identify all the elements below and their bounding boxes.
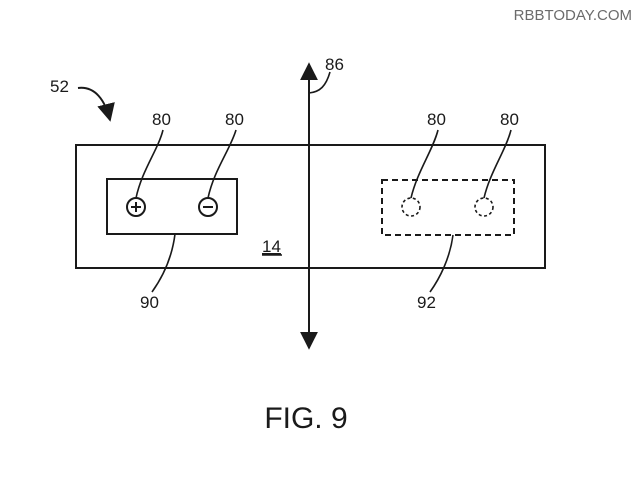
plus-terminal bbox=[126, 197, 146, 217]
label-assembly: 52 bbox=[50, 77, 69, 96]
figure-caption: FIG. 9 bbox=[264, 402, 347, 435]
minus-terminal bbox=[198, 197, 218, 217]
label-surface: 14 bbox=[262, 237, 281, 256]
label-contact-a: 80 bbox=[152, 110, 171, 129]
leader-contact-a bbox=[135, 129, 164, 199]
label-contact-d: 80 bbox=[500, 110, 519, 129]
leader-contact-c bbox=[410, 129, 439, 199]
leader-hidden-contacts bbox=[429, 234, 454, 293]
watermark: RBBTODAY.COM bbox=[514, 7, 632, 24]
label-contact-c: 80 bbox=[427, 110, 446, 129]
visible-contact-housing bbox=[106, 178, 238, 235]
label-axis: 86 bbox=[325, 55, 344, 74]
label-contact-b: 80 bbox=[225, 110, 244, 129]
hidden-terminal-left bbox=[401, 197, 421, 217]
leader-contact-d bbox=[483, 129, 512, 199]
label-hidden-contacts: 92 bbox=[417, 293, 436, 312]
label-visible-contacts: 90 bbox=[140, 293, 159, 312]
axis-leader bbox=[308, 71, 331, 94]
hidden-contact-housing bbox=[381, 179, 515, 236]
hidden-terminal-right bbox=[474, 197, 494, 217]
leader-contact-b bbox=[207, 129, 237, 199]
leader-visible-contacts bbox=[151, 233, 176, 293]
assembly-leader-arrow bbox=[77, 86, 115, 122]
